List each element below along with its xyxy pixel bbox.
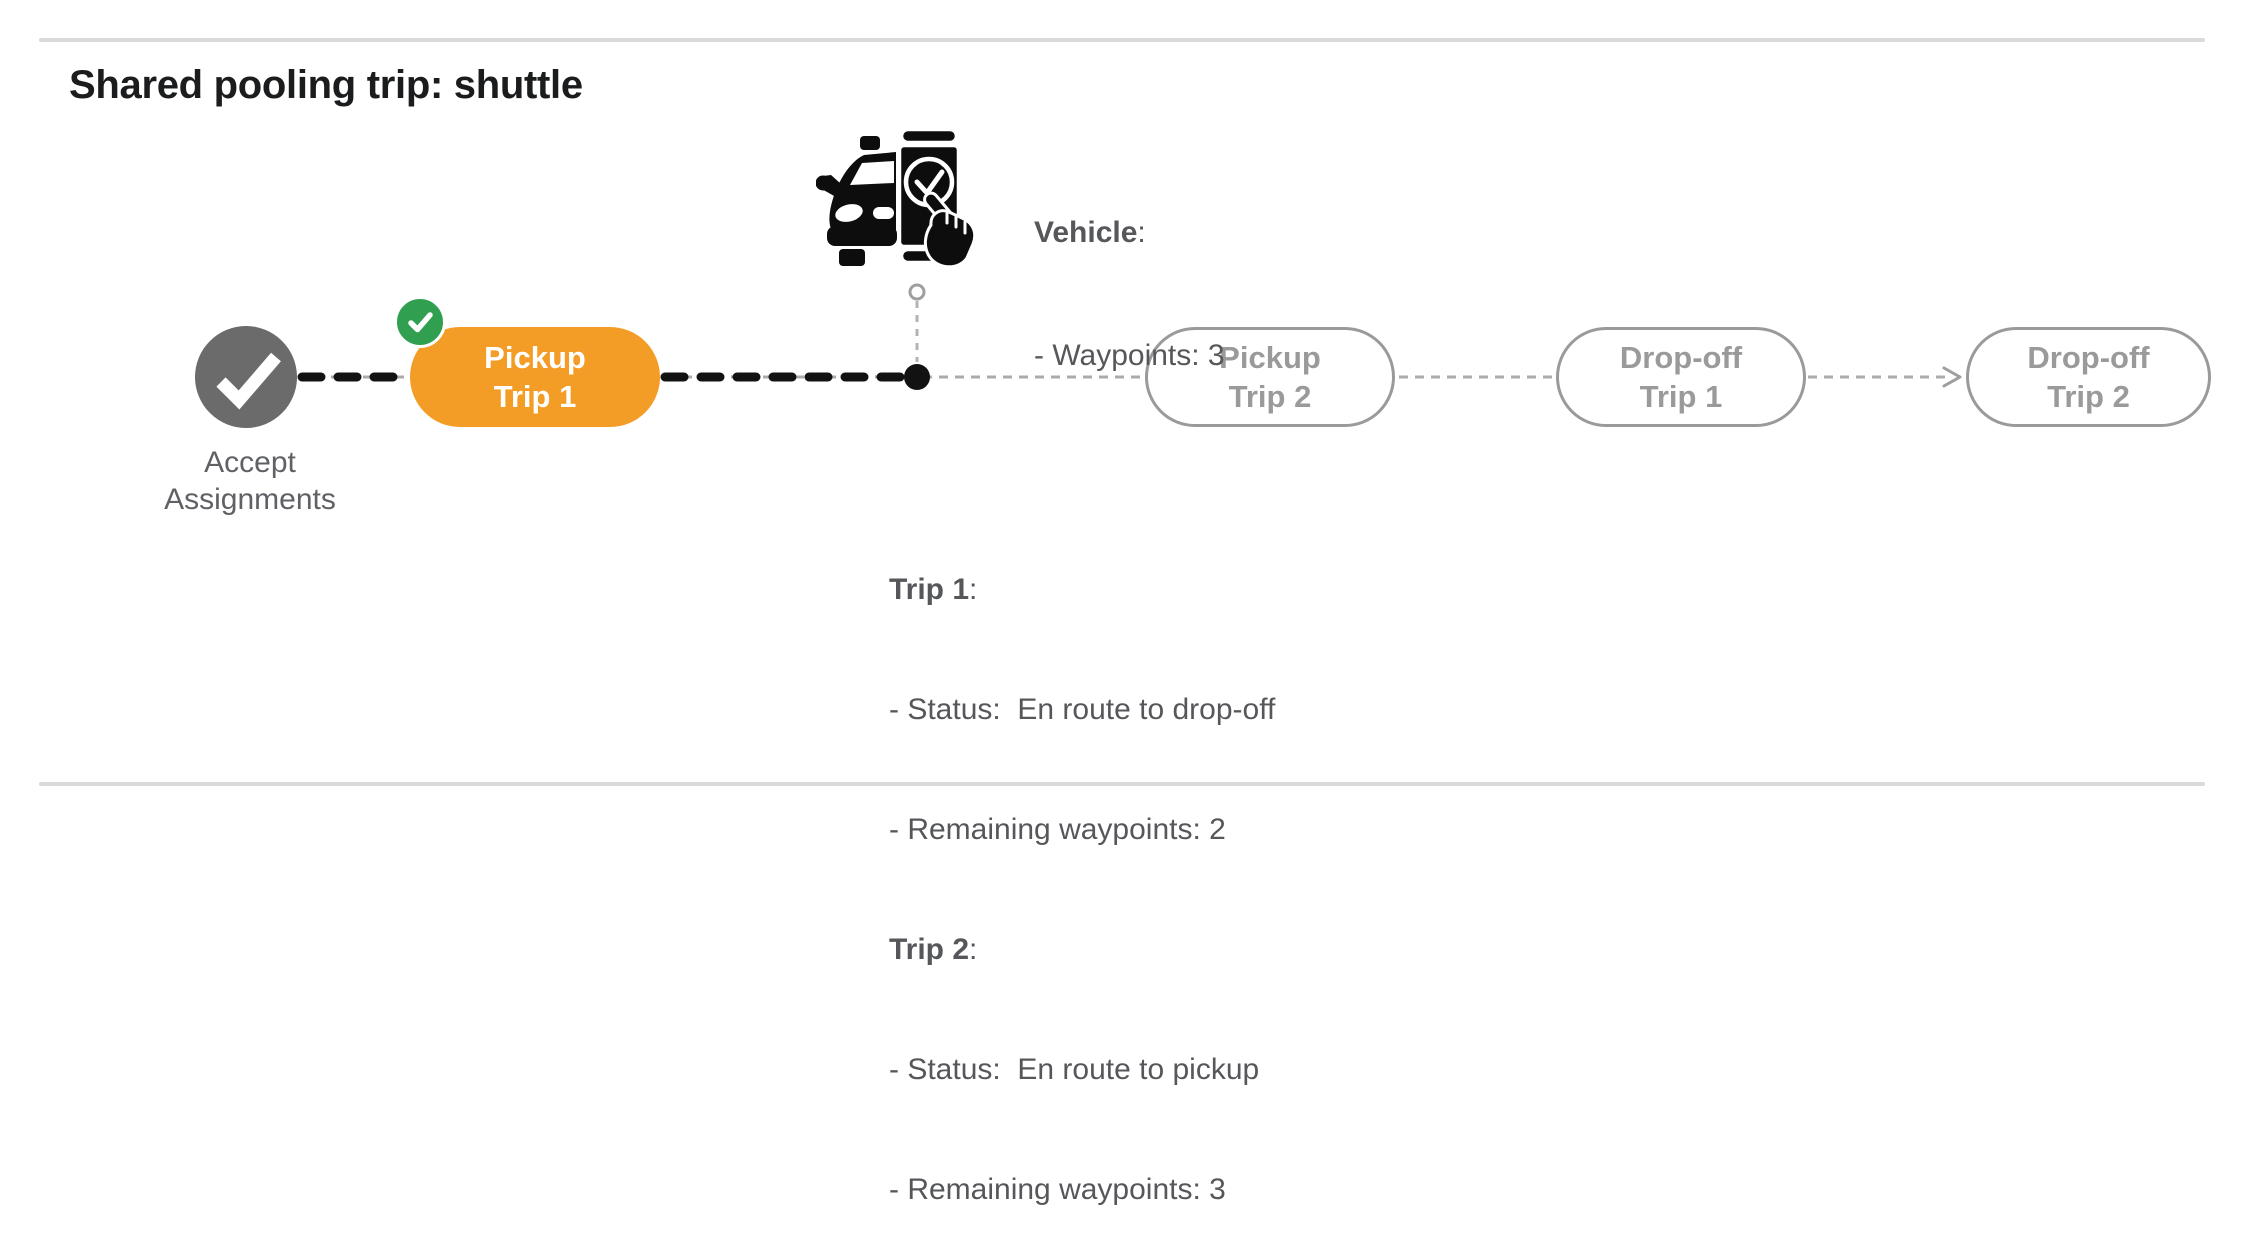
route-connectors	[297, 283, 1962, 390]
vehicle-stem-anchor-icon	[908, 283, 926, 301]
accept-assignments-label: Accept Assignments	[164, 446, 336, 516]
route-arrow-icon	[1942, 366, 1962, 388]
bottom-divider	[39, 782, 2205, 786]
trip1-status-line: - Status: En route to drop-off	[889, 693, 1276, 726]
waypoint-label: Trip 1	[493, 379, 577, 414]
completed-check-badge	[394, 296, 446, 348]
waypoint-pickup-trip-2: Pickup Trip 2	[1145, 327, 1395, 427]
vehicle-phone-check-icon	[816, 128, 976, 269]
trip1-waypoints-line: - Remaining waypoints: 2	[889, 813, 1226, 846]
page-title: Shared pooling trip: shuttle	[69, 63, 583, 107]
vehicle-position-dot	[904, 364, 930, 390]
diagram-canvas: { "header": { "title": "Shared pooling t…	[39, 38, 2211, 1206]
trip2-title: Trip 2:	[889, 933, 978, 966]
check-icon	[408, 312, 433, 333]
trip2-waypoints-line: - Remaining waypoints: 3	[889, 1173, 1226, 1206]
waypoint-label: Trip 2	[2047, 379, 2130, 414]
vehicle-info-block: Vehicle: - Waypoints: 3	[1034, 130, 1225, 417]
vehicle-info-title: Vehicle:	[1034, 216, 1146, 249]
accept-assignments-node	[195, 326, 297, 428]
waypoint-label: Pickup	[484, 340, 586, 375]
waypoint-label: Trip 1	[1639, 379, 1723, 414]
waypoint-label: Trip 2	[1228, 379, 1312, 414]
vehicle-waypoints-line: - Waypoints: 3	[1034, 339, 1225, 372]
check-icon	[216, 352, 281, 410]
trip2-status-line: - Status: En route to pickup	[889, 1053, 1260, 1086]
waypoint-label: Drop-off	[1619, 340, 1743, 375]
waypoint-dropoff-trip-1: Drop-off Trip 1	[1556, 327, 1806, 427]
waypoint-dropoff-trip-2: Drop-off Trip 2	[1966, 327, 2211, 427]
waypoint-pickup-trip-1: Pickup Trip 1	[410, 327, 660, 427]
trip-info-block: Trip 1: - Status: En route to drop-off -…	[889, 490, 1275, 1250]
top-divider	[39, 38, 2205, 42]
waypoint-label: Drop-off	[2027, 340, 2150, 375]
trip1-title: Trip 1:	[889, 573, 978, 606]
waypoint-label: Pickup	[1219, 340, 1321, 375]
